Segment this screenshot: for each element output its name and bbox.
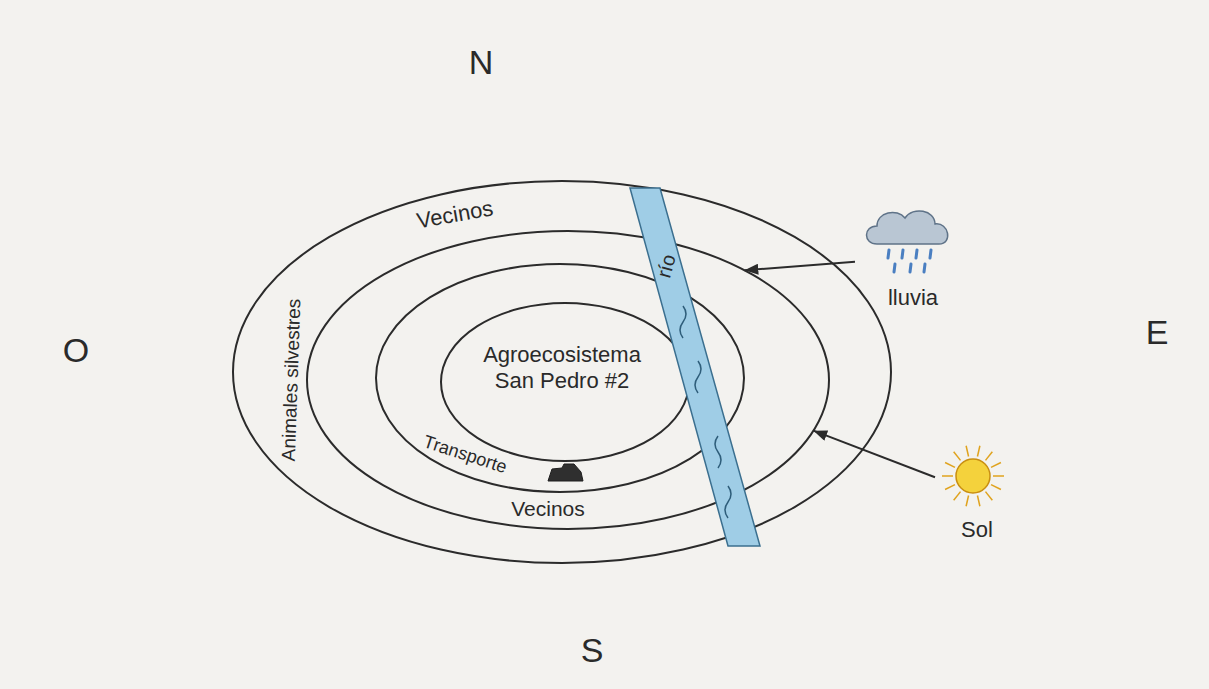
sun-ray	[966, 495, 968, 506]
outer-ring: Animales silvestresVecinosVecinosTranspo…	[232, 180, 892, 564]
sun-icon: Sol	[935, 440, 1015, 545]
sun-ray	[954, 452, 961, 461]
sun-ray	[985, 492, 992, 501]
ring-outline	[233, 181, 891, 563]
sun-ray	[945, 463, 955, 468]
rain-cloud: lluvia	[855, 200, 965, 315]
river-wave	[715, 436, 721, 468]
rain-drop	[924, 264, 925, 272]
rain-drop	[894, 264, 895, 272]
cloud-shape	[867, 211, 948, 244]
sun-ray	[954, 492, 961, 501]
ring-label: Animales silvestres	[278, 298, 306, 461]
ring-outline	[441, 303, 689, 461]
rain-drop	[916, 250, 917, 258]
sun-ray	[942, 475, 953, 477]
river-band: río	[628, 186, 762, 548]
rain-drop	[888, 250, 889, 258]
rain-drop	[930, 250, 931, 258]
rain-drop	[902, 250, 903, 258]
sun-ray	[993, 475, 1004, 477]
sun-ray	[991, 485, 1001, 490]
river-outline	[630, 188, 760, 546]
connector-arrow	[813, 431, 935, 478]
river-shape	[628, 186, 762, 548]
river-wave	[725, 486, 731, 518]
sun-label: Sol	[961, 517, 993, 543]
sun-ray	[991, 463, 1001, 468]
ring-label: Transporte	[421, 431, 510, 478]
rain-label: lluvia	[888, 285, 938, 311]
sun-ray	[977, 446, 979, 457]
sun-ray	[966, 446, 968, 457]
river-wave	[680, 306, 686, 338]
sun-ray	[985, 452, 992, 461]
compass-letter: O	[63, 330, 89, 371]
core-title: Agroecosistema San Pedro #2	[474, 342, 650, 395]
rain-drop	[910, 264, 911, 272]
agroecosystem-core: Agroecosistema San Pedro #2	[440, 302, 690, 462]
sun-ray	[977, 495, 979, 506]
compass-letter: N	[469, 42, 494, 83]
ring-label: Vecinos	[415, 195, 495, 234]
ring-label: Vecinos	[511, 496, 585, 521]
ring-outline	[307, 231, 829, 529]
sun-ray	[945, 485, 955, 490]
sun-disc	[956, 459, 990, 493]
transport-truck-icon	[548, 464, 583, 481]
neighbours-ring: VecinosVecinosTransporteAgroecosistema S…	[306, 230, 830, 530]
compass-letter: E	[1146, 312, 1169, 353]
compass-letter: S	[581, 630, 604, 671]
river-wave	[695, 361, 701, 393]
